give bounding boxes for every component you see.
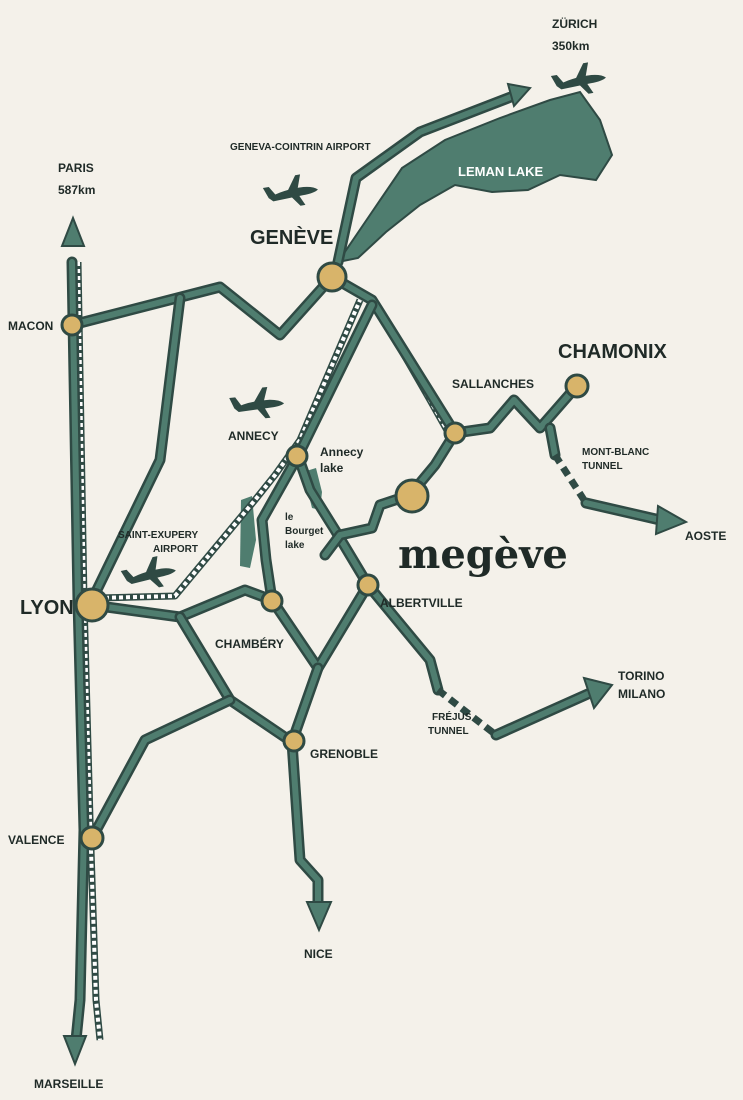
airport-label-saint-exupery-2: AIRPORT: [153, 544, 198, 555]
direction-arrow-icon: [60, 215, 86, 247]
direction-arrow-icon: [305, 901, 333, 933]
city-label-chambery: CHAMBÉRY: [215, 636, 284, 651]
lake-label-bourget-2: Bourget: [285, 526, 324, 537]
destination-nice: NICE: [304, 947, 333, 961]
plane-icon: [261, 171, 321, 212]
destination-paris-name: PARIS: [58, 161, 94, 175]
destination-paris-distance: 587km: [58, 183, 95, 197]
destination-zurich-name: ZÜRICH: [552, 16, 597, 31]
city-marker-icon: [60, 313, 84, 337]
tunnel-label-frejus-1: FRÉJUS: [432, 710, 472, 723]
direction-arrow-icon: [506, 82, 532, 109]
destination-aoste: AOSTE: [685, 529, 726, 543]
city-label-chamonix: CHAMONIX: [558, 341, 668, 363]
tunnel-label-mont-blanc-1: MONT-BLANC: [582, 447, 649, 458]
frejus-tunnel-route: [435, 687, 499, 738]
tunnel-label-mont-blanc-2: TUNNEL: [582, 461, 623, 472]
direction-arrows: [60, 82, 689, 1067]
lake-label-annecy-1: Annecy: [320, 445, 364, 459]
plane-icon: [119, 552, 179, 595]
lake-label-leman: LEMAN LAKE: [458, 164, 544, 179]
city-label-grenoble: GRENOBLE: [310, 747, 378, 761]
city-label-sallanches: SALLANCHES: [452, 377, 534, 391]
city-marker-icon: [394, 478, 430, 514]
direction-arrow-icon: [62, 1035, 88, 1067]
city-marker-icon: [79, 825, 105, 851]
destination-zurich-distance: 350km: [552, 39, 589, 53]
city-label-albertville: ALBERTVILLE: [380, 596, 463, 610]
airport-label-saint-exupery-1: SAINT-EXUPERY: [118, 530, 199, 541]
airport-label-geneva: GENEVA-COINTRIN AIRPORT: [230, 142, 371, 153]
city-marker-icon: [74, 587, 110, 623]
city-label-valence: VALENCE: [8, 833, 64, 847]
city-marker-icon: [356, 573, 380, 597]
city-label-geneve: GENÈVE: [250, 226, 333, 249]
plane-icon: [228, 385, 286, 422]
city-marker-icon: [282, 729, 306, 753]
mont-blanc-tunnel-route: [552, 453, 589, 505]
city-marker-icon: [564, 373, 590, 399]
direction-arrow-icon: [654, 504, 689, 536]
destination-torino: TORINO: [618, 669, 664, 683]
direction-arrow-icon: [582, 676, 614, 711]
tunnel-label-frejus-2: TUNNEL: [428, 726, 469, 737]
city-marker-icon: [260, 589, 284, 613]
leman-lake: [335, 90, 614, 264]
city-marker-icon: [443, 421, 467, 445]
railway-lines: [74, 261, 452, 1041]
lake-label-bourget-3: lake: [285, 540, 305, 551]
city-label-macon: MACON: [8, 319, 53, 333]
destination-milano: MILANO: [618, 687, 665, 701]
city-marker-icon: [316, 261, 348, 293]
megeve-logo: megève: [398, 531, 568, 578]
destination-marseille: MARSEILLE: [34, 1077, 103, 1091]
city-label-lyon: LYON: [20, 597, 74, 619]
city-markers: [60, 261, 590, 851]
city-marker-icon: [285, 444, 309, 468]
lake-label-annecy-2: lake: [320, 461, 344, 475]
lake-label-bourget-1: le: [285, 512, 294, 523]
city-label-annecy: ANNECY: [228, 429, 279, 443]
